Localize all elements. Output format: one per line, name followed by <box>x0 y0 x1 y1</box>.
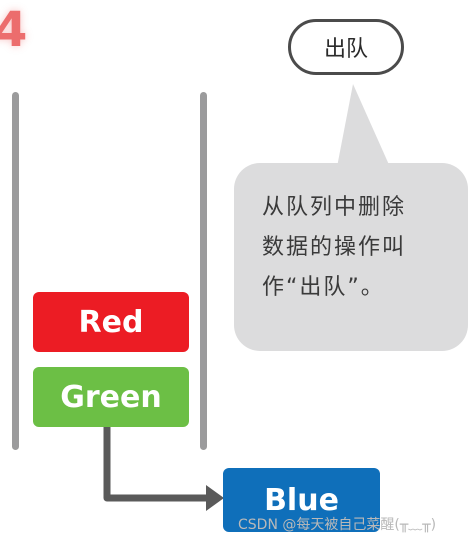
block-green: Green <box>33 367 189 427</box>
step-number: 4 <box>0 2 28 58</box>
bubble-line-3: 作“出队”。 <box>262 275 385 300</box>
bubble-text: 从队列中删除 数据的操作叫 作“出队”。 <box>262 188 462 308</box>
block-green-label: Green <box>60 379 162 415</box>
block-blue: Blue <box>223 468 380 532</box>
bubble-line-1: 从队列中删除 <box>262 195 407 220</box>
watermark: CSDN @每天被自己菜醒(╥﹏╥) <box>238 517 437 533</box>
dequeue-title: 出队 <box>323 37 368 62</box>
queue-right-wall <box>200 92 207 450</box>
bubble-line-2: 数据的操作叫 <box>262 235 407 260</box>
block-red-label: Red <box>78 304 144 340</box>
block-blue-label: Blue <box>264 482 339 518</box>
dequeue-title-pill: 出队 <box>288 19 404 75</box>
speech-bubble <box>234 163 468 351</box>
block-red: Red <box>33 292 189 352</box>
queue-left-wall <box>12 92 19 450</box>
